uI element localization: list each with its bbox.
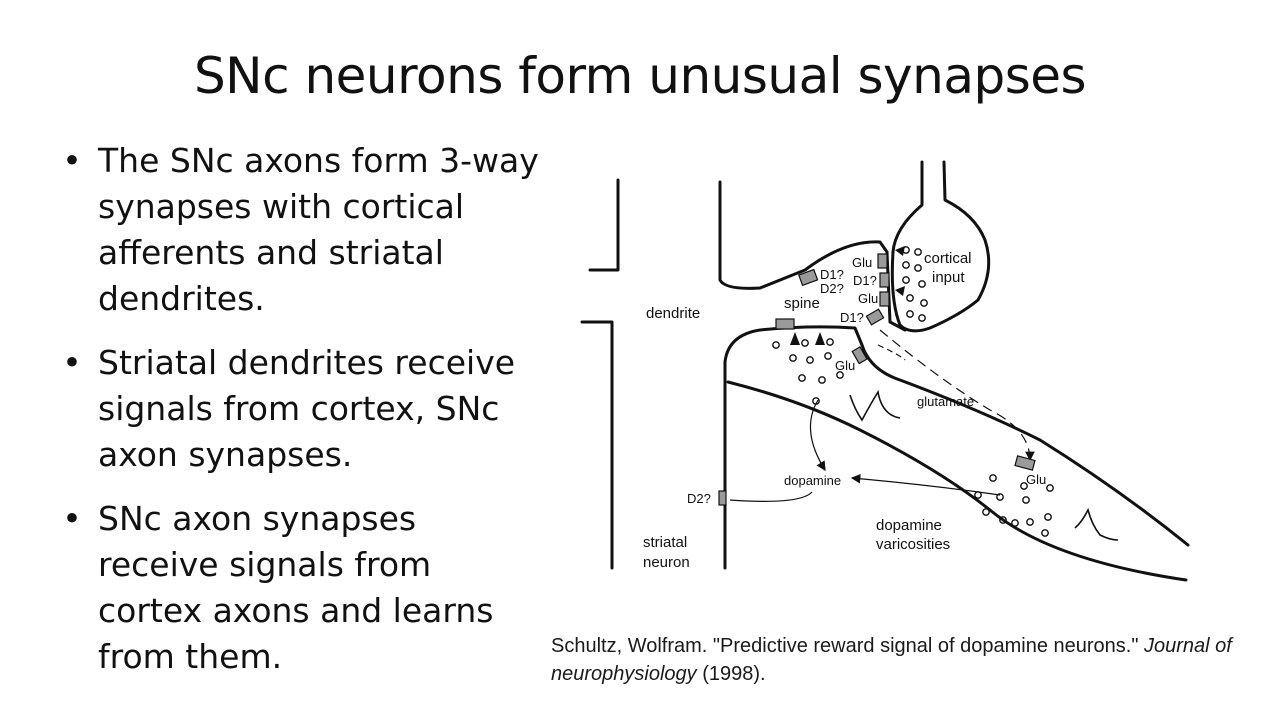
vesicle bbox=[798, 374, 806, 382]
vesicle bbox=[996, 493, 1004, 501]
label-dendrite: dendrite bbox=[646, 305, 700, 322]
label-glu: Glu bbox=[858, 291, 878, 306]
dopamine-arrow-down bbox=[809, 399, 826, 472]
label-neuron: neuron bbox=[643, 554, 690, 571]
squiggle-lower bbox=[1074, 507, 1119, 541]
bullet-symbol: • bbox=[62, 343, 82, 382]
receptor-box bbox=[879, 291, 890, 307]
vesicle bbox=[1020, 482, 1028, 490]
vesicle bbox=[999, 516, 1007, 524]
label-glu: Glu bbox=[835, 358, 855, 373]
receptor-box bbox=[865, 308, 885, 326]
bullet-text: SNc axon synapses receive signals from c… bbox=[98, 499, 494, 676]
citation: Schultz, Wolfram. "Predictive reward sig… bbox=[551, 632, 1251, 688]
vesicle bbox=[772, 341, 780, 349]
label-cortical: cortical bbox=[924, 250, 972, 267]
spine-lower-outline bbox=[723, 325, 1190, 547]
label-input: input bbox=[932, 269, 965, 286]
vesicle bbox=[920, 299, 928, 307]
vesicle bbox=[918, 314, 926, 322]
glutamate-arrow-2 bbox=[877, 344, 906, 361]
vesicle bbox=[902, 261, 910, 269]
arrowhead-mark bbox=[895, 286, 905, 296]
label-d1: D1? bbox=[840, 310, 864, 325]
slide-title: SNc neurons form unusual synapses bbox=[193, 47, 1087, 105]
vesicle bbox=[914, 248, 922, 256]
receptor-box bbox=[879, 272, 890, 288]
vesicle bbox=[1041, 529, 1049, 537]
receptor-box bbox=[798, 268, 819, 287]
receptor-box bbox=[1014, 455, 1036, 471]
vesicle bbox=[918, 280, 926, 288]
vesicle bbox=[826, 338, 834, 346]
bullet-list: • The SNc axons form 3-way synapses with… bbox=[62, 138, 542, 698]
receptor-box bbox=[851, 346, 868, 365]
citation-year: (1998). bbox=[702, 663, 766, 685]
vesicle bbox=[806, 356, 814, 364]
bullet-item: • Striatal dendrites receive signals fro… bbox=[62, 340, 542, 478]
vesicle bbox=[818, 376, 826, 384]
vesicle bbox=[1044, 513, 1052, 521]
bullet-text: The SNc axons form 3-way synapses with c… bbox=[98, 141, 539, 318]
label-glu: Glu bbox=[1026, 472, 1046, 487]
bullet-symbol: • bbox=[62, 499, 82, 538]
vesicle bbox=[824, 352, 832, 360]
label-dopamine: dopamine bbox=[784, 473, 841, 488]
citation-authors: Schultz, Wolfram. bbox=[551, 635, 708, 657]
label-glu: Glu bbox=[852, 255, 872, 270]
receptor-box bbox=[718, 490, 727, 506]
vesicle bbox=[974, 491, 982, 499]
arrowhead-mark bbox=[815, 332, 825, 345]
label-striatal: striatal bbox=[643, 534, 687, 551]
label-varicosities: varicosities bbox=[876, 536, 950, 553]
label-glutamate: glutamate bbox=[917, 394, 974, 409]
vesicle bbox=[836, 371, 844, 379]
receptor-box bbox=[877, 253, 888, 269]
vesicle bbox=[906, 294, 914, 302]
synapse-diagram: dendrite spine cortical input Glu D1? D2… bbox=[580, 160, 1190, 582]
vesicle bbox=[902, 276, 910, 284]
bullet-symbol: • bbox=[62, 141, 82, 180]
vesicle bbox=[801, 339, 809, 347]
label-dopamine-var: dopamine bbox=[876, 517, 942, 534]
vesicle bbox=[1046, 484, 1054, 492]
squiggle-upper bbox=[849, 389, 901, 422]
label-spine: spine bbox=[784, 295, 820, 312]
vesicle bbox=[789, 354, 797, 362]
bullet-text: Striatal dendrites receive signals from … bbox=[98, 343, 516, 474]
vesicle bbox=[1022, 496, 1030, 504]
bullet-item: • The SNc axons form 3-way synapses with… bbox=[62, 138, 542, 322]
spine-outline bbox=[718, 180, 907, 332]
bullet-item: • SNc axon synapses receive signals from… bbox=[62, 496, 542, 680]
label-d2: D2? bbox=[820, 281, 844, 296]
vesicle bbox=[902, 246, 910, 254]
arrowhead-mark bbox=[790, 332, 800, 345]
dopamine-axon-outline bbox=[726, 380, 1188, 582]
vesicle bbox=[906, 310, 914, 318]
vesicle bbox=[1011, 519, 1019, 527]
label-d1: D1? bbox=[853, 273, 877, 288]
citation-journal: Journal of neurophysiology bbox=[551, 635, 1232, 685]
vesicle bbox=[982, 508, 990, 516]
dendrite-outline-bottom bbox=[580, 320, 614, 570]
label-d2-striatal: D2? bbox=[687, 491, 711, 506]
vesicle bbox=[914, 264, 922, 272]
dopamine-arrow-to-d2 bbox=[729, 491, 813, 502]
label-d1: D1? bbox=[820, 267, 844, 282]
vesicle bbox=[1026, 518, 1034, 526]
receptor-box bbox=[775, 318, 795, 330]
citation-title: "Predictive reward signal of dopamine ne… bbox=[712, 635, 1139, 657]
vesicle bbox=[989, 474, 997, 482]
dendrite-outline-top bbox=[588, 178, 620, 272]
cortical-terminal-outline bbox=[890, 160, 991, 333]
vesicle bbox=[812, 397, 820, 405]
glutamate-arrow bbox=[879, 329, 1035, 462]
dopamine-arrow-left bbox=[850, 473, 1001, 496]
